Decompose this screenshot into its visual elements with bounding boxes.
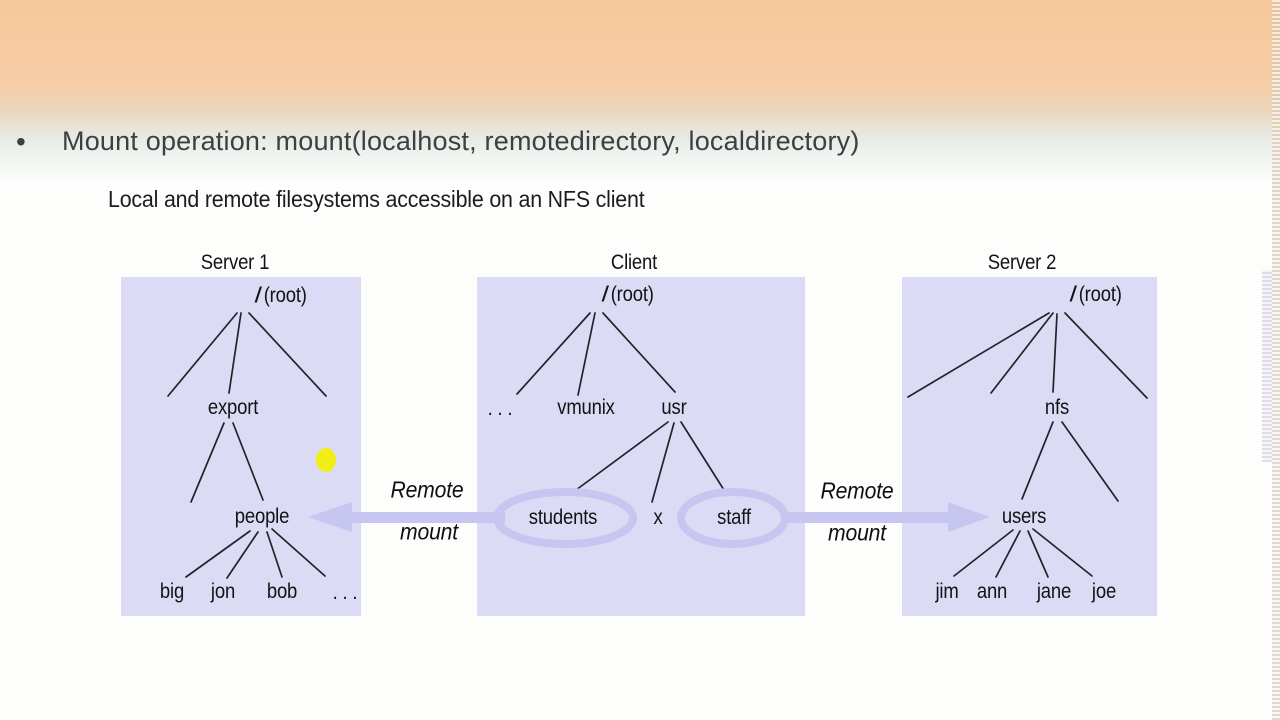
node-vmunix: vmunix	[557, 396, 615, 419]
client-title: Client	[610, 251, 658, 274]
node-x: x	[653, 506, 663, 529]
node-jon: jon	[210, 580, 236, 603]
node-client-ellipsis: . . .	[487, 397, 513, 420]
node-users: users	[1001, 505, 1047, 528]
server2-title: Server 2	[987, 251, 1057, 274]
remote-mount-right-line1: Remote	[820, 477, 894, 504]
slide-header-gradient	[0, 0, 1280, 190]
root-slash: /	[255, 284, 261, 307]
node-people: people	[234, 505, 290, 528]
node-server2-root: /(root)	[1070, 283, 1122, 307]
node-export: export	[207, 396, 259, 419]
node-staff: staff	[717, 506, 751, 529]
remote-mount-left-line1: Remote	[390, 476, 464, 503]
node-students: students	[528, 506, 598, 529]
node-big: big	[159, 580, 185, 603]
node-server1-ellipsis: . . .	[332, 581, 358, 604]
node-bob: bob	[266, 580, 298, 603]
node-jim: jim	[935, 580, 959, 603]
server2-box	[902, 277, 1157, 616]
root-word: (root)	[1078, 283, 1122, 306]
root-slash: /	[602, 283, 608, 306]
root-word: (root)	[263, 284, 307, 307]
node-client-root: /(root)	[602, 283, 654, 307]
server1-box	[121, 277, 361, 616]
edge-artifact-strip	[1272, 0, 1280, 720]
node-nfs: nfs	[1044, 396, 1070, 419]
remote-mount-left-line2: mount	[400, 518, 458, 545]
root-slash: /	[1070, 283, 1076, 306]
node-jane: jane	[1036, 580, 1072, 603]
node-usr: usr	[661, 396, 687, 419]
server1-title: Server 1	[200, 251, 270, 274]
bullet-text: Mount operation: mount(localhost, remote…	[62, 126, 860, 156]
bullet-marker: •	[16, 126, 26, 157]
remote-mount-right-line2: mount	[828, 519, 886, 546]
node-server1-root: /(root)	[255, 284, 307, 308]
figure-caption: Local and remote filesystems accessible …	[108, 186, 645, 212]
node-ann: ann	[976, 580, 1008, 603]
root-word: (root)	[610, 283, 654, 306]
client-box	[477, 277, 805, 616]
node-joe: joe	[1091, 580, 1117, 603]
